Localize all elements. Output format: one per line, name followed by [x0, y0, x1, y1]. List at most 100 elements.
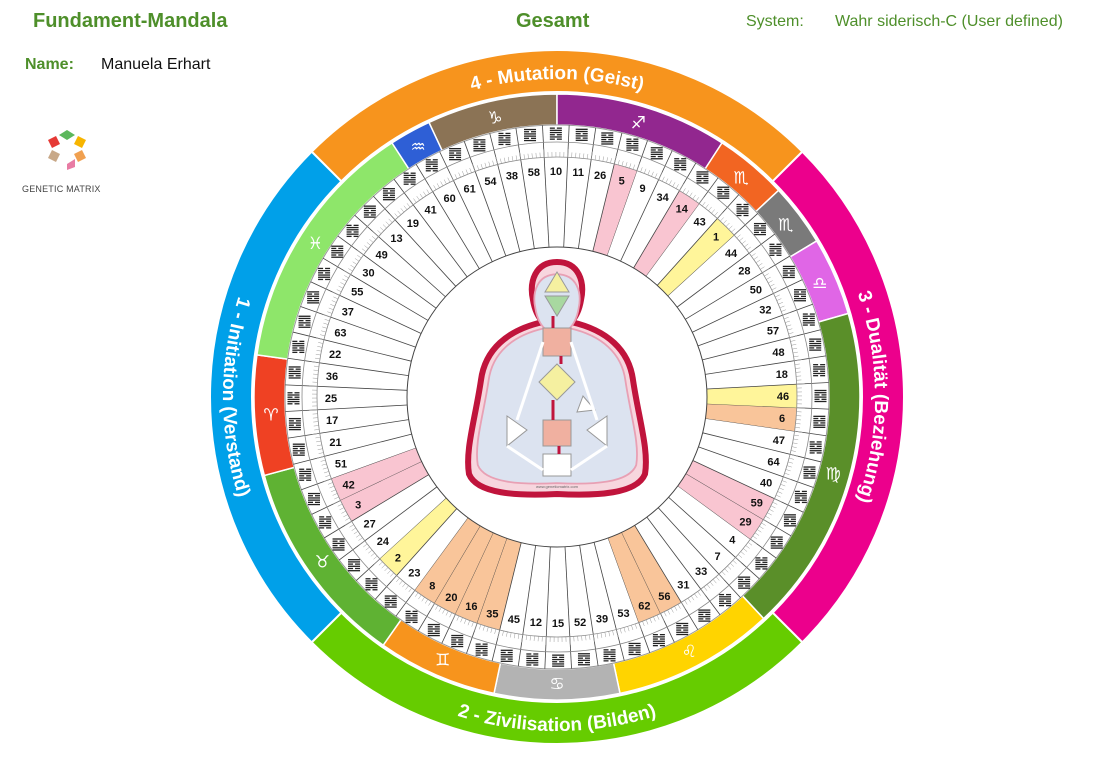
zodiac-sign-icon: ♎ [812, 274, 827, 294]
bodygraph: www.geneticmatrix.com [465, 258, 649, 498]
zodiac-sign-icon: ♈ [263, 405, 278, 425]
hexagram-icon [575, 128, 588, 141]
channel [569, 341, 599, 421]
gate-number: 49 [376, 249, 388, 261]
zodiac-sign-icon: ♑ [487, 108, 502, 128]
zodiac-sign-icon: ♉ [315, 552, 330, 572]
gate-number: 28 [738, 266, 750, 278]
hexagram-icon [753, 222, 766, 236]
hexagram-icon [346, 224, 359, 238]
hexagram-icon [307, 291, 320, 304]
hexagram-icon [783, 514, 796, 527]
gate-number: 1 [713, 231, 719, 243]
gate-highlight [414, 517, 481, 604]
gate-number: 60 [443, 193, 455, 205]
gate-number: 55 [351, 286, 363, 298]
hexagram-icon [319, 516, 332, 529]
gate-number: 10 [550, 166, 562, 178]
channel [515, 341, 545, 421]
gate-highlight [677, 473, 764, 540]
zodiac-sign-icon: ♌ [682, 642, 697, 662]
gate-highlight [633, 190, 700, 277]
heart-center [576, 395, 596, 413]
gate-number: 51 [335, 459, 347, 471]
gate-number: 12 [530, 617, 542, 629]
gate-number: 58 [528, 167, 540, 179]
gate-number: 27 [364, 518, 376, 530]
hexagram-icon [288, 417, 301, 431]
gate-highlight [331, 448, 422, 501]
hexagram-icon [498, 132, 511, 146]
head-center [544, 271, 570, 293]
gate-number: 24 [377, 536, 390, 548]
gate-number: 31 [677, 579, 689, 591]
gate-number: 14 [676, 204, 689, 216]
gate-number: 44 [725, 248, 738, 260]
hexagram-icon [318, 267, 331, 281]
hexagram-icon [425, 159, 438, 172]
gate-number: 9 [640, 183, 646, 195]
gate-number: 47 [773, 435, 785, 447]
hexagram-icon [738, 576, 751, 589]
gate-number: 5 [619, 175, 625, 187]
hexagram-icon [405, 610, 418, 624]
gate-number: 6 [779, 413, 785, 425]
gate-number: 29 [739, 517, 751, 529]
hexagram-icon [696, 171, 709, 184]
gate-number: 36 [326, 371, 338, 383]
hexagram-icon [473, 139, 486, 152]
hexagram-icon [298, 315, 311, 328]
gate-number: 42 [342, 479, 354, 491]
gate-number: 37 [342, 306, 354, 318]
gate-number: 62 [638, 600, 650, 612]
zodiac-sign-icon: ♍ [825, 465, 840, 485]
hexagram-icon [755, 557, 768, 570]
bodygraph-footer: www.geneticmatrix.com [536, 484, 579, 489]
gate-highlight [685, 460, 775, 520]
gate-number: 64 [767, 457, 780, 469]
hexagram-icon [549, 127, 562, 140]
hexagram-icon [292, 443, 305, 456]
hexagram-icon [782, 265, 795, 279]
gate-number: 26 [594, 170, 606, 182]
name-label: Name: [25, 56, 74, 73]
gate-number: 52 [574, 617, 586, 629]
gate-number: 16 [465, 601, 477, 613]
hexagram-icon [719, 593, 732, 607]
hexagram-icon [288, 366, 301, 379]
gate-number: 41 [424, 205, 436, 217]
hexagram-icon [331, 245, 344, 258]
hexagram-icon [794, 490, 807, 504]
gate-number: 32 [759, 305, 771, 317]
zodiac-sign-icon: ♒ [410, 137, 425, 157]
root-center [542, 453, 572, 477]
gate-number: 15 [552, 618, 564, 630]
hexagram-icon [803, 466, 816, 479]
gate-number: 34 [657, 192, 670, 204]
hexagram-icon [577, 653, 590, 666]
hexagram-icon [793, 289, 806, 302]
gate-highlight [379, 498, 457, 576]
zodiac-sign-icon: ♊ [435, 651, 450, 671]
hexagram-icon [382, 188, 395, 201]
hexagram-icon [628, 642, 641, 656]
hexagram-icon [449, 148, 462, 161]
hexagram-icon [292, 340, 305, 354]
gate-number: 3 [355, 499, 361, 511]
hexagram-icon [403, 172, 416, 185]
hexagram-icon [365, 578, 378, 591]
gate-highlight [705, 403, 797, 432]
hexagram-icon [717, 186, 730, 199]
hexagram-icon [650, 147, 663, 160]
hexagram-icon [451, 634, 464, 648]
hexagram-icon [603, 649, 616, 662]
sacral-center [542, 419, 572, 447]
gate-number: 18 [776, 369, 788, 381]
gate-number: 53 [617, 608, 629, 620]
gate-highlight [340, 461, 429, 522]
gate-number: 22 [329, 349, 341, 361]
gate-highlight [477, 538, 522, 631]
gate-highlight [657, 218, 735, 296]
gate-highlight [621, 525, 682, 614]
